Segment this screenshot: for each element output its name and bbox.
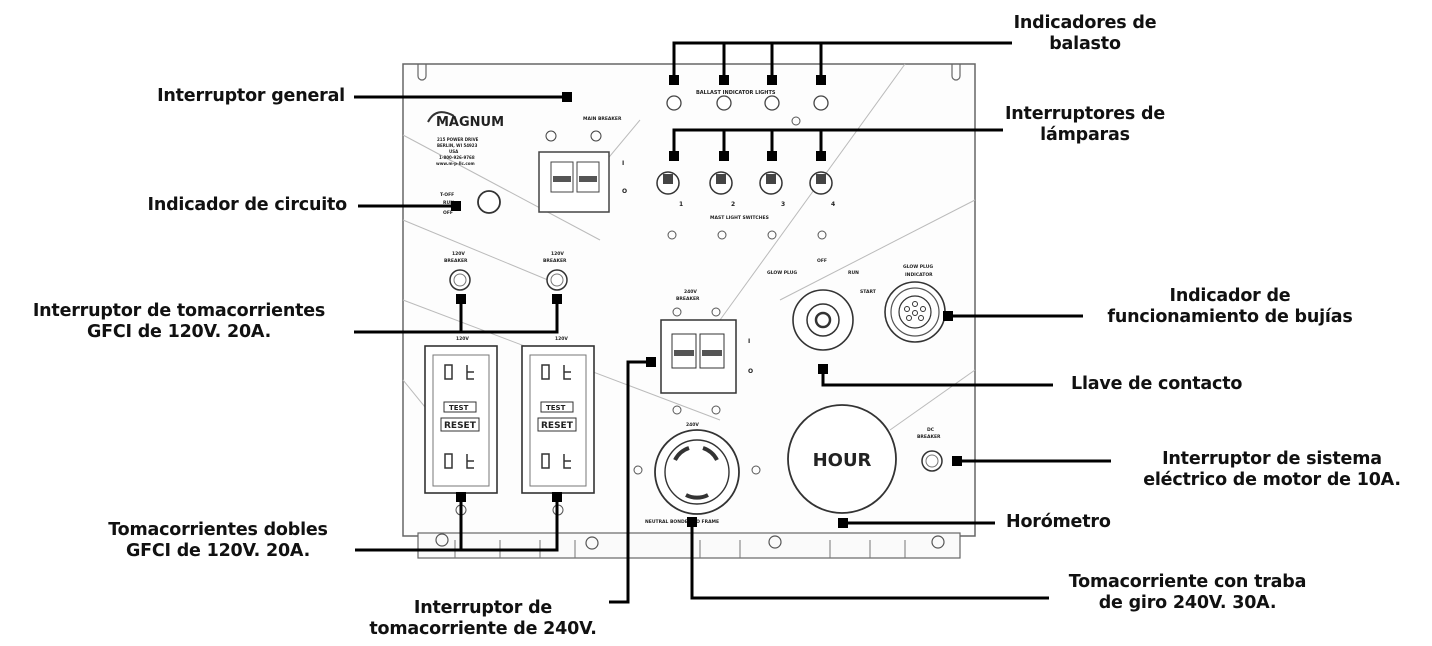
brand-name: MAGNUM	[436, 115, 504, 130]
gfci-outlet-left[interactable]: 120V TEST RESET	[424, 336, 498, 516]
svg-text:BERLIN, WI 54923: BERLIN, WI 54923	[437, 143, 478, 148]
gfci-breaker-right[interactable]: 120V BREAKER	[543, 251, 568, 291]
svg-text:START: START	[860, 289, 877, 295]
svg-text:I: I	[748, 338, 750, 345]
svg-text:O: O	[748, 368, 753, 375]
breaker-240v[interactable]: 240V BREAKER I O	[660, 289, 753, 415]
callout-circuit-indicator: Indicador de circuito	[147, 195, 348, 215]
svg-text:215 POWER DRIVE: 215 POWER DRIVE	[437, 137, 479, 142]
svg-text:120V: 120V	[551, 251, 564, 257]
hour-meter: HOUR	[787, 404, 897, 514]
svg-text:240V: 240V	[686, 422, 699, 428]
svg-text:INDICATOR: INDICATOR	[905, 272, 933, 278]
svg-text:1: 1	[679, 201, 683, 208]
svg-text:OFF: OFF	[443, 210, 453, 216]
ballast-indicators: BALLAST INDICATOR LIGHTS	[666, 90, 829, 126]
gfci-outlet-right[interactable]: 120V TEST RESET	[521, 336, 595, 516]
svg-text:RUN: RUN	[443, 200, 454, 206]
svg-text:MAIN BREAKER: MAIN BREAKER	[583, 116, 622, 122]
gfci-breaker-left[interactable]: 120V BREAKER	[444, 251, 471, 291]
callout-hour-meter: Horómetro	[1006, 512, 1111, 532]
svg-text:GLOW PLUG: GLOW PLUG	[767, 270, 797, 276]
svg-text:www.m-p-llc.com: www.m-p-llc.com	[436, 161, 475, 166]
svg-text:USA: USA	[449, 149, 459, 154]
dc-breaker[interactable]: DC BREAKER	[917, 427, 943, 472]
svg-text:GLOW PLUG: GLOW PLUG	[903, 264, 933, 270]
svg-text:120V: 120V	[452, 251, 465, 257]
svg-text:BREAKER: BREAKER	[676, 296, 700, 302]
glow-plug-indicator: GLOW PLUG INDICATOR	[884, 264, 946, 343]
svg-text:2: 2	[731, 201, 735, 208]
main-breaker[interactable]: MAIN BREAKER I O	[538, 116, 627, 213]
mast-light-switches[interactable]: 1 2 3 4 MAST LIGHT SWITCHES	[656, 171, 835, 240]
svg-text:120V: 120V	[555, 336, 568, 342]
callout-ignition-key: Llave de contacto	[1071, 374, 1243, 394]
svg-text:BALLAST INDICATOR LIGHTS: BALLAST INDICATOR LIGHTS	[696, 90, 776, 96]
svg-text:T-OFF: T-OFF	[440, 192, 454, 198]
circuit-indicator: T-OFF RUN OFF	[440, 190, 501, 216]
svg-text:120V: 120V	[456, 336, 469, 342]
svg-text:TEST: TEST	[546, 404, 566, 412]
ignition-key[interactable]: GLOW PLUG OFF RUN START	[767, 258, 877, 351]
svg-text:OFF: OFF	[817, 258, 827, 264]
svg-text:O: O	[622, 188, 627, 195]
callout-markers	[451, 75, 962, 528]
svg-text:DC: DC	[927, 427, 935, 433]
callout-main-switch: Interruptor general	[157, 86, 345, 106]
svg-text:TEST: TEST	[449, 404, 469, 412]
svg-text:RESET: RESET	[444, 421, 477, 431]
svg-text:3: 3	[781, 201, 785, 208]
svg-text:NEUTRAL BONDED TO FRAME: NEUTRAL BONDED TO FRAME	[645, 519, 719, 525]
svg-text:1-800-926-9768: 1-800-926-9768	[439, 155, 475, 160]
svg-text:RESET: RESET	[541, 421, 574, 431]
svg-text:BREAKER: BREAKER	[543, 258, 567, 264]
twist-lock-receptacle[interactable]: 240V NEUTRAL BONDED TO FRAME	[633, 422, 761, 525]
svg-text:BREAKER: BREAKER	[444, 258, 468, 264]
svg-text:240V: 240V	[684, 289, 697, 295]
svg-text:I: I	[622, 160, 624, 167]
magnum-logo: MAGNUM 215 POWER DRIVE BERLIN, WI 54923 …	[427, 111, 504, 166]
svg-text:BREAKER: BREAKER	[917, 434, 941, 440]
svg-text:4: 4	[831, 201, 835, 208]
svg-text:HOUR: HOUR	[813, 450, 872, 471]
svg-text:MAST LIGHT SWITCHES: MAST LIGHT SWITCHES	[710, 215, 769, 221]
svg-text:RUN: RUN	[848, 270, 859, 276]
